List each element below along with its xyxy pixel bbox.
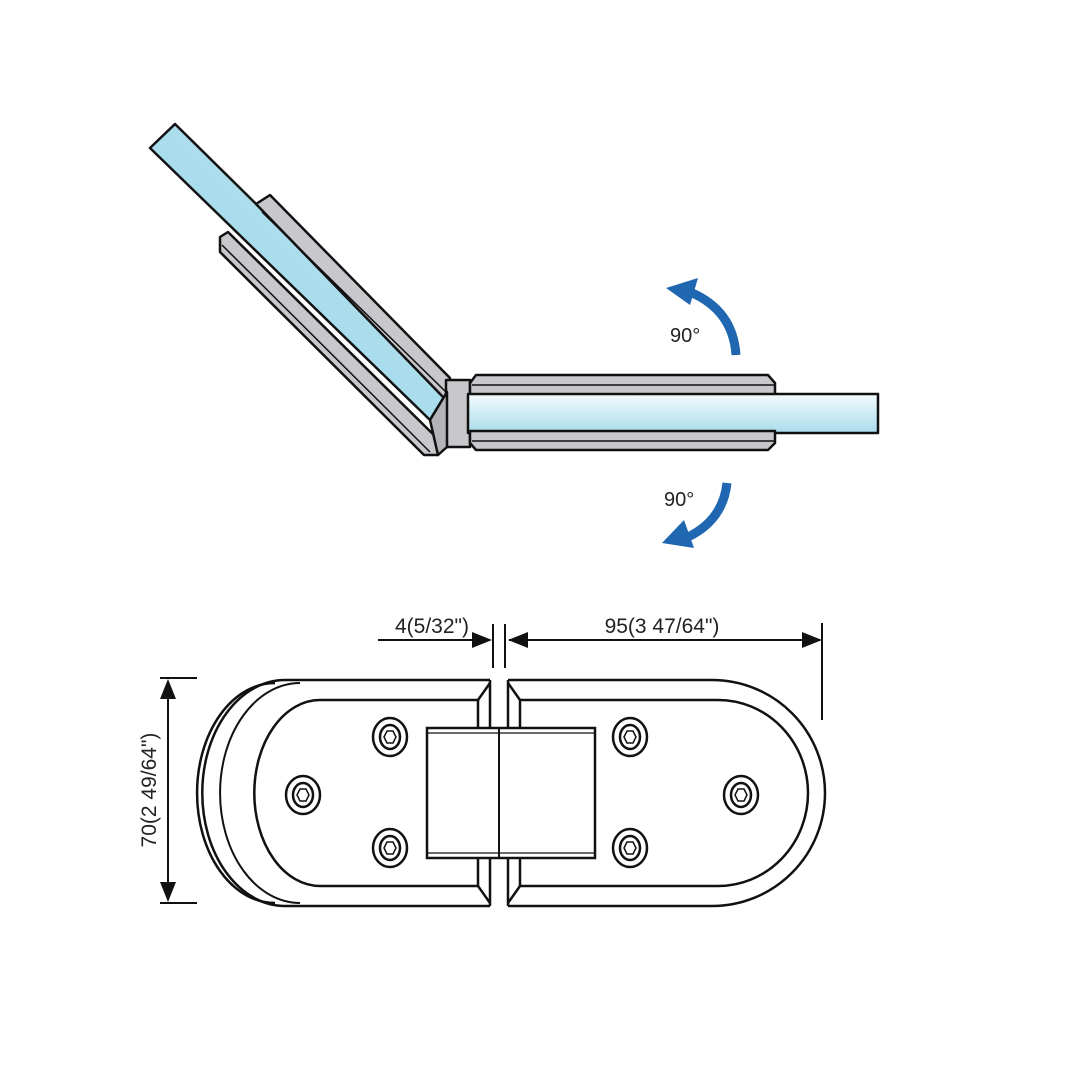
- hinge-center-block: [425, 726, 597, 860]
- rotation-down-label: 90°: [664, 489, 694, 511]
- screw-icon: [611, 716, 649, 758]
- length-dimension-label: 95(3 47/64"): [605, 615, 720, 638]
- screw-icon: [284, 774, 322, 816]
- rotation-up-label: 90°: [670, 325, 700, 347]
- front-view-hinge: [195, 678, 827, 908]
- right-hinge-body: [508, 678, 827, 908]
- rotation-down-arrow: [662, 482, 732, 548]
- left-hinge-body: [201, 678, 490, 908]
- rotation-up-arrow: [666, 278, 741, 356]
- angled-glass-panel: [148, 122, 449, 422]
- screw-icon: [371, 827, 409, 869]
- hinge-pivot-block: [444, 378, 472, 449]
- screw-icon: [722, 774, 760, 816]
- gap-dimension-label: 4(5/32"): [395, 615, 469, 638]
- screw-icon: [611, 827, 649, 869]
- top-view-hinge: [148, 122, 880, 457]
- screw-icon: [371, 716, 409, 758]
- straight-glass-panel: [466, 392, 880, 435]
- dimension-lines: [160, 623, 823, 904]
- height-dimension-label: 70(2 49/64"): [138, 733, 161, 848]
